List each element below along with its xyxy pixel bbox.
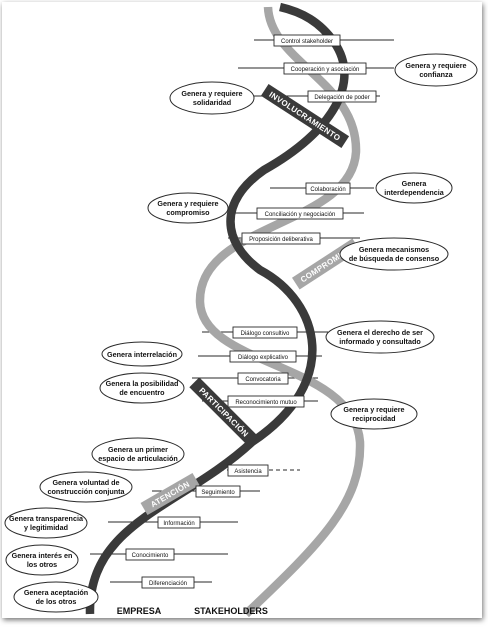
box-informacion-label: Información [163,521,194,527]
box-asistencia-label: Asistencia [234,469,262,475]
oval-derecho-line2: informado y consultado [339,337,421,346]
box-control-stakeholder: Control stakeholder [273,34,341,47]
box-conciliacion-label: Conciliación y negociación [265,212,336,218]
box-proposicion: Proposición deliberativa [241,232,321,245]
oval-encuentro-line2: de encuentro [119,388,165,397]
stakeholders-label: STAKEHOLDERS [194,606,268,616]
oval-reciprocidad-line2: reciprocidad [352,414,395,423]
oval-interes-line2: los otros [27,560,57,569]
box-informacion: Información [157,516,201,529]
oval-confianza-line2: confianza [419,70,453,79]
box-colaboracion-label: Colaboración [310,187,345,193]
oval-interdependencia-line1: Genera [402,179,428,188]
oval-transparencia-line2: y legitimidad [24,523,68,532]
oval-articulacion-line1: Genera un primer [108,445,168,454]
oval-interes-line1: Genera interés en [12,551,73,560]
oval-derecho: Genera el derecho de ser informado y con… [325,320,435,354]
oval-aceptacion-line2: de los otros [36,597,77,606]
oval-articulacion-line2: espacio de articulación [98,454,178,463]
box-convocatoria-label: Convocatoria [245,377,281,383]
box-asistencia: Asistencia [227,464,269,477]
benefit-ovals: Genera y requiere confianza Genera y req… [4,53,478,613]
oval-encuentro: Genera la posibilidad de encuentro [99,372,185,404]
box-diferenciacion-label: Diferenciación [149,581,187,587]
stage-participacion-label: PARTICIPACIÓN [197,386,250,439]
oval-reciprocidad-line1: Genera y requiere [343,405,404,414]
oval-reciprocidad: Genera y requiere reciprocidad [330,398,418,430]
oval-solidaridad-line1: Genera y requiere [181,89,242,98]
oval-compromiso-line1: Genera y requiere [157,199,218,208]
empresa-label: EMPRESA [117,606,162,616]
box-dialogo-consultivo: Diálogo consultivo [232,326,298,339]
oval-aceptacion: Genera aceptación de los otros [13,581,99,613]
oval-compromiso: Genera y requiere compromiso [147,192,229,224]
box-conocimiento: Conocimiento [125,548,175,561]
oval-consenso: Genera mecanismos de búsqueda de consens… [339,237,449,271]
oval-encuentro-line1: Genera la posibilidad [106,379,179,388]
oval-interdependencia-line2: interdependencia [384,188,445,197]
rung-boxes: Control stakeholder Cooperación y asocia… [125,34,377,589]
box-diferenciacion: Diferenciación [141,576,195,589]
light-strand [195,6,365,618]
oval-confianza: Genera y requiere confianza [394,53,478,87]
box-reconocimiento-label: Reconocimiento mutuo [235,400,297,406]
oval-consenso-line2: de búsqueda de consenso [349,254,440,263]
oval-transparencia: Genera transparencia y legitimidad [4,507,88,539]
box-dialogo-consultivo-label: Diálogo consultivo [241,331,290,337]
oval-solidaridad-line2: solidaridad [193,98,231,107]
box-dialogo-explicativo-label: Diálogo explicativo [238,355,289,361]
oval-voluntad-line2: construcción conjunta [47,487,125,496]
oval-confianza-line1: Genera y requiere [405,61,466,70]
box-seguimiento: Seguimiento [195,485,241,498]
oval-interrelacion-line1: Genera interrelación [107,350,177,359]
box-proposicion-label: Proposición deliberativa [249,237,313,243]
box-colaboracion: Colaboración [305,182,351,195]
oval-voluntad-line1: Genera voluntad de [52,478,119,487]
box-seguimiento-label: Seguimiento [201,490,235,496]
diagram-canvas: INVOLUCRAMIENTO COMPROMISO PARTICIPACIÓN… [2,2,482,618]
box-convocatoria: Convocatoria [237,372,289,385]
box-dialogo-explicativo: Diálogo explicativo [229,350,297,363]
oval-aceptacion-line1: Genera aceptación [24,588,88,597]
box-cooperacion-label: Cooperación y asociación [291,67,360,73]
box-control-stakeholder-label: Control stakeholder [281,39,333,45]
oval-interdependencia: Genera interdependencia [375,172,453,204]
stage-participacion: PARTICIPACIÓN [189,377,259,447]
oval-articulacion: Genera un primer espacio de articulación [91,437,185,471]
oval-derecho-line1: Genera el derecho de ser [337,328,423,337]
oval-consenso-line1: Genera mecanismos [359,245,429,254]
stage-atencion: ATENCIÓN [140,472,200,516]
oval-interes: Genera interés en los otros [5,544,79,576]
oval-compromiso-line2: compromiso [166,208,210,217]
oval-transparencia-line1: Genera transparencia [9,514,84,523]
box-reconocimiento: Reconocimiento mutuo [227,395,305,408]
box-cooperacion: Cooperación y asociación [283,62,367,75]
box-delegacion: Delegación de poder [307,90,377,103]
dna-helix-diagram: INVOLUCRAMIENTO COMPROMISO PARTICIPACIÓN… [4,2,478,618]
box-conciliacion: Conciliación y negociación [256,207,344,220]
oval-solidaridad: Genera y requiere solidaridad [169,81,255,115]
oval-voluntad: Genera voluntad de construcción conjunta [39,471,133,503]
box-delegacion-label: Delegación de poder [314,95,369,101]
oval-interrelacion: Genera interrelación [101,341,183,367]
box-conocimiento-label: Conocimiento [132,553,169,559]
